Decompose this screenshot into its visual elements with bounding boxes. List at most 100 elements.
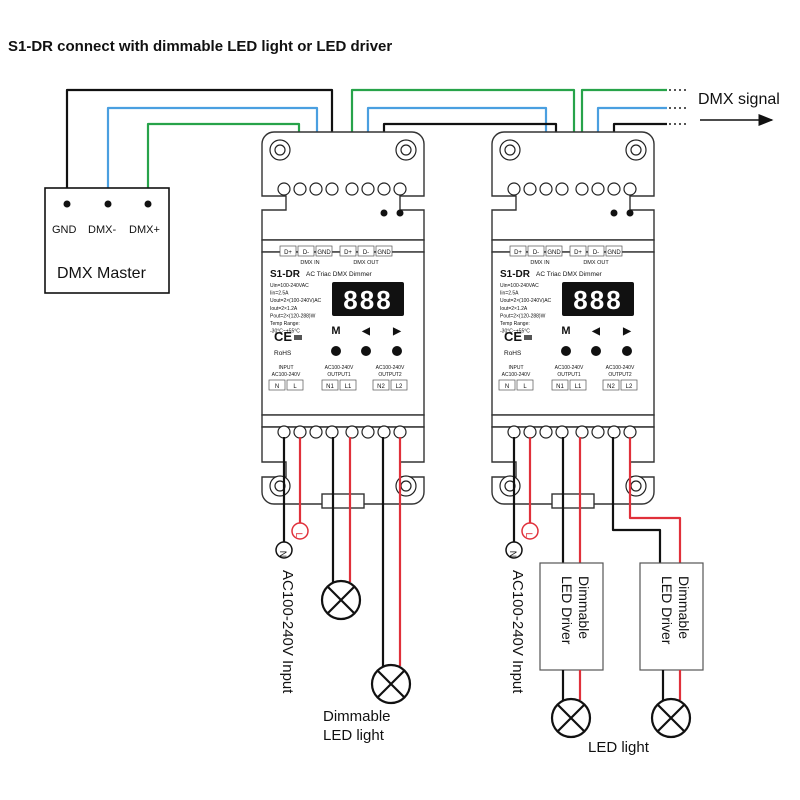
terminal-label: GND bbox=[377, 250, 391, 256]
top-terminal bbox=[591, 182, 605, 196]
neutral-terminal-1 bbox=[275, 541, 293, 559]
io-pin-box bbox=[551, 379, 569, 391]
spec-line: Uin=100-240VAC bbox=[500, 283, 539, 289]
ce-mark: CE bbox=[504, 329, 522, 344]
live-symbol-1: L bbox=[294, 532, 304, 537]
driver-1-label-line2: LED Driver bbox=[559, 576, 575, 645]
terminal-label-box bbox=[587, 245, 605, 257]
io-pin-label: N1 bbox=[326, 384, 334, 390]
io-pin-box bbox=[321, 379, 339, 391]
ac-input-label-2: AC100-240V Input bbox=[509, 570, 526, 694]
model-label: S1-DR bbox=[270, 269, 301, 280]
panel-button[interactable] bbox=[622, 346, 632, 356]
fuse-icon bbox=[524, 335, 532, 340]
ac-input-label-1: AC100-240V Input bbox=[279, 570, 296, 694]
io-pin-box bbox=[268, 379, 286, 391]
bottom-terminal bbox=[361, 425, 375, 439]
bottom-terminal bbox=[523, 425, 537, 439]
model-subtitle: AC Triac DMX Dimmer bbox=[306, 271, 373, 278]
io-pin-label: N2 bbox=[377, 384, 385, 390]
dmx-master-label: DMX Master bbox=[57, 265, 147, 282]
spec-line: Temp Range: bbox=[500, 321, 530, 327]
fuse-icon bbox=[294, 335, 302, 340]
led-light-label: LED light bbox=[588, 739, 650, 756]
terminal-label: GND bbox=[607, 250, 621, 256]
dimmable-led-light-2 bbox=[370, 663, 412, 705]
top-terminal bbox=[507, 182, 521, 196]
terminal-label: D+ bbox=[514, 250, 522, 256]
terminal-label-box bbox=[545, 245, 563, 257]
top-terminal bbox=[607, 182, 621, 196]
terminal-label-box bbox=[279, 245, 297, 257]
panel-button[interactable] bbox=[392, 346, 402, 356]
button-label: ◀ bbox=[591, 326, 600, 337]
top-screw bbox=[380, 209, 388, 217]
bottom-terminal bbox=[309, 425, 323, 439]
panel-button[interactable] bbox=[361, 346, 371, 356]
io-pin-box bbox=[498, 379, 516, 391]
io-label: AC100-240V bbox=[325, 365, 354, 371]
spec-line: -30°C~+55°C bbox=[500, 329, 530, 335]
terminal-label: D- bbox=[363, 250, 369, 256]
io-label: INPUT bbox=[279, 365, 294, 371]
spec-line: Iin=2.5A bbox=[500, 291, 519, 297]
display-digits: 888 bbox=[343, 285, 392, 315]
io-label: OUTPUT2 bbox=[378, 372, 402, 378]
io-pin-box bbox=[286, 379, 304, 391]
bottom-terminal bbox=[393, 425, 407, 439]
top-terminal bbox=[393, 182, 407, 196]
top-terminal bbox=[539, 182, 553, 196]
spec-line: Uout=2×(100-240V)AC bbox=[500, 298, 552, 304]
model-label: S1-DR bbox=[500, 269, 531, 280]
bottom-terminal bbox=[555, 425, 569, 439]
terminal-label: D- bbox=[303, 250, 309, 256]
io-pin-box bbox=[390, 379, 408, 391]
io-pin-label: L bbox=[523, 384, 527, 390]
neutral-symbol-2: N bbox=[508, 551, 518, 558]
diagram-title: S1-DR connect with dimmable LED light or… bbox=[8, 38, 392, 55]
spec-line: Uin=100-240VAC bbox=[270, 283, 309, 289]
panel-button[interactable] bbox=[561, 346, 571, 356]
panel-button[interactable] bbox=[591, 346, 601, 356]
io-pin-box bbox=[372, 379, 390, 391]
io-label: OUTPUT1 bbox=[327, 372, 351, 378]
io-label: OUTPUT1 bbox=[557, 372, 581, 378]
top-terminal bbox=[575, 182, 589, 196]
button-label: ▶ bbox=[392, 326, 402, 337]
bottom-terminal bbox=[277, 425, 291, 439]
terminal-label-box bbox=[509, 245, 527, 257]
io-label: AC100-240V bbox=[272, 372, 301, 378]
driver-1-label-line1: Dimmable bbox=[576, 576, 592, 639]
io-label: AC100-240V bbox=[606, 365, 635, 371]
dmx-master-pin-minus: DMX- bbox=[88, 224, 116, 236]
led-driver-2 bbox=[639, 562, 704, 671]
terminal-label-box bbox=[315, 245, 333, 257]
bottom-terminal bbox=[325, 425, 339, 439]
live-terminal-2 bbox=[521, 522, 539, 540]
top-terminal bbox=[361, 182, 375, 196]
bottom-terminal bbox=[293, 425, 307, 439]
top-terminal bbox=[345, 182, 359, 196]
terminal-label: D+ bbox=[574, 250, 582, 256]
bottom-terminal bbox=[591, 425, 605, 439]
top-terminal bbox=[623, 182, 637, 196]
bottom-terminal bbox=[377, 425, 391, 439]
terminal-label: D+ bbox=[284, 250, 292, 256]
io-pin-label: L1 bbox=[345, 384, 352, 390]
bottom-terminal bbox=[345, 425, 359, 439]
top-terminal bbox=[555, 182, 569, 196]
display-digits: 888 bbox=[573, 285, 622, 315]
io-pin-label: L bbox=[293, 384, 297, 390]
terminal-label-box bbox=[297, 245, 315, 257]
terminal-label: D- bbox=[593, 250, 599, 256]
top-terminal bbox=[293, 182, 307, 196]
panel-button[interactable] bbox=[331, 346, 341, 356]
button-label: M bbox=[561, 325, 570, 337]
dmx-master-pin-gnd: GND bbox=[52, 224, 77, 236]
driver-2-label-line1: Dimmable bbox=[676, 576, 692, 639]
top-terminal bbox=[377, 182, 391, 196]
dmx-out-label: DMX OUT bbox=[583, 260, 609, 266]
io-label: AC100-240V bbox=[376, 365, 405, 371]
ce-mark: CE bbox=[274, 329, 292, 344]
